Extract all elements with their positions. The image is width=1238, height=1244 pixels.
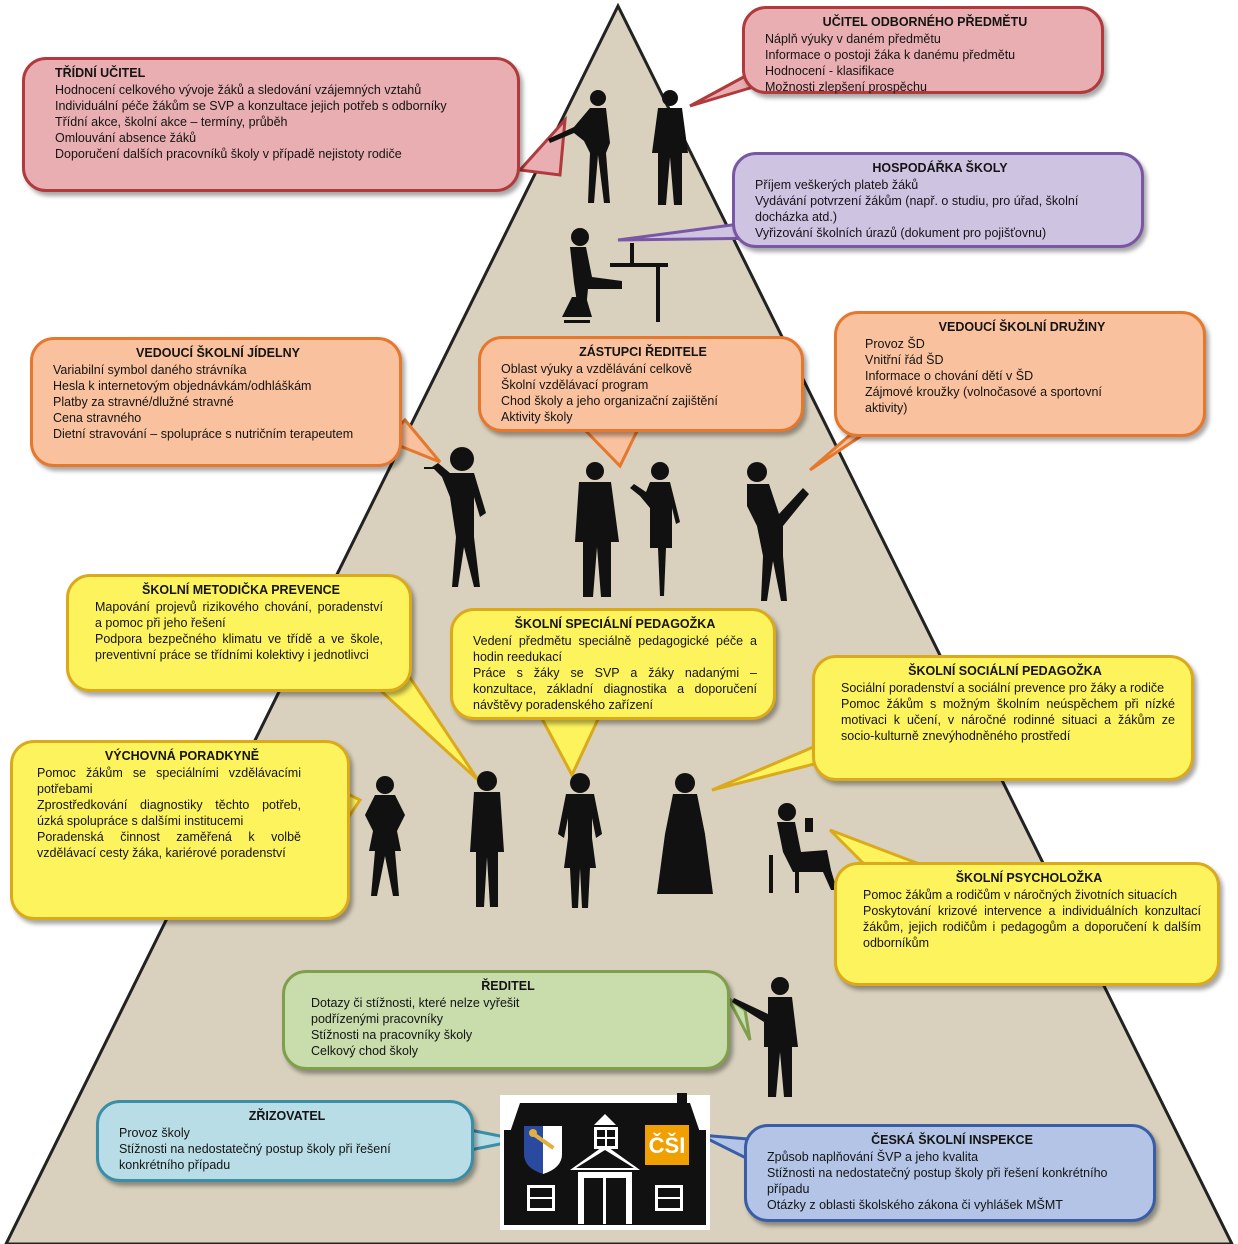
tridni-ucitel-item: Individuální péče žákům se SVP a konzult… xyxy=(55,99,447,113)
vychovna-poradkyne-title: VÝCHOVNÁ PORADKYNĚ xyxy=(104,749,260,763)
skolni-socialni-pedagozka-item: Pomoc žákům s možným školním neúspěchem … xyxy=(841,697,1175,743)
reditel-item: Dotazy či stížnosti, které nelze vyřešit… xyxy=(311,996,520,1026)
zastupci-reditele-item: Chod školy a jeho organizační zajištění xyxy=(501,394,718,408)
csi-logo-text: ČŠI xyxy=(649,1133,686,1158)
zastupci-reditele-item: Aktivity školy xyxy=(501,410,573,424)
skolni-specialni-pedagozka-title: ŠKOLNÍ SPECIÁLNÍ PEDAGOŽKA xyxy=(514,617,716,631)
coat-of-arms-icon xyxy=(524,1126,562,1174)
accountant-at-desk-icon xyxy=(562,228,668,323)
ceska-skolni-inspekce-item: Otázky z oblasti školského zákona či vyh… xyxy=(767,1198,1063,1212)
vedouci-skolni-druziny-item: Informace o chování dětí v ŠD xyxy=(865,369,1034,383)
reditel-item: Stížnosti na pracovníky školy xyxy=(311,1028,473,1042)
vedouci-skolni-druziny-item: Provoz ŠD xyxy=(865,337,925,351)
zrizovatel-item: Provoz školy xyxy=(119,1126,190,1140)
skolni-psycholozka-box: ŠKOLNÍ PSYCHOLOŽKA Pomoc žákům a rodičům… xyxy=(834,862,1220,986)
teacher-woman-pointing-icon xyxy=(548,90,610,203)
teacher-man-icon xyxy=(652,90,688,205)
special-pedagogue-icon xyxy=(558,773,602,908)
skolni-socialni-pedagozka-item: Sociální poradenství a sociální prevence… xyxy=(841,681,1165,695)
deputy-man-icon xyxy=(575,462,619,597)
deputy-woman-icon xyxy=(630,462,680,596)
hospodarka-skoly-item: Příjem veškerých plateb žáků xyxy=(755,178,919,192)
tridni-ucitel-item: Hodnocení celkového vývoje žáků a sledov… xyxy=(55,83,422,97)
hospodarka-skoly-item: Vyřizování školních úrazů (dokument pro … xyxy=(755,226,1047,240)
vychovna-poradkyne-item: Pomoc žákům se speciálními vzdělávacími … xyxy=(37,766,301,796)
vychovna-poradkyne-item: Zprostředkování diagnostiky těchto potře… xyxy=(37,798,301,828)
skolni-specialni-pedagozka-item: Práce s žáky se SVP a žáky nadanými – ko… xyxy=(473,666,757,712)
skolni-psycholozka-title: ŠKOLNÍ PSYCHOLOŽKA xyxy=(955,871,1103,885)
skolni-metodicka-prevence-title: ŠKOLNÍ METODIČKA PREVENCE xyxy=(142,583,340,597)
ucitel-odborneho-predmetu-title: UČITEL ODBORNÉHO PŘEDMĚTU xyxy=(822,15,1028,29)
vedouci-skolni-jidelny-item: Cena stravného xyxy=(53,411,142,425)
vedouci-skolni-jidelny-item: Platby za stravné/dlužné stravné xyxy=(53,395,234,409)
reditel-item: Celkový chod školy xyxy=(311,1044,418,1058)
skolni-metodicka-prevence-box: ŠKOLNÍ METODIČKA PREVENCE Mapování proje… xyxy=(66,574,412,692)
woman-with-folder-icon xyxy=(747,462,809,601)
vychovna-poradkyne-item: Poradenská činnost zaměřená k volbě vzdě… xyxy=(37,830,301,860)
vedouci-skolni-jidelny-title: VEDOUCÍ ŠKOLNÍ JÍDELNY xyxy=(136,346,300,360)
skolni-specialni-pedagozka-box: ŠKOLNÍ SPECIÁLNÍ PEDAGOŽKA Vedení předmě… xyxy=(450,608,776,720)
zastupci-reditele-item: Oblast výuky a vzdělávání celkově xyxy=(501,362,693,376)
hospodarka-skoly-box: HOSPODÁŘKA ŠKOLY Příjem veškerých plateb… xyxy=(732,152,1144,248)
social-pedagogue-icon xyxy=(657,773,713,894)
vychovna-poradkyne-box: VÝCHOVNÁ PORADKYNĚ Pomoc žákům se speciá… xyxy=(10,740,350,920)
tridni-ucitel-item: Třídní akce, školní akce – termíny, průb… xyxy=(55,115,288,129)
vedouci-skolni-druziny-title: VEDOUCÍ ŠKOLNÍ DRUŽINY xyxy=(938,320,1106,334)
tridni-ucitel-item: Doporučení dalších pracovníků školy v př… xyxy=(55,147,402,161)
ucitel-odborneho-predmetu-item: Náplň výuky v daném předmětu xyxy=(765,32,941,46)
hospodarka-skoly-item: Vydávání potvrzení žákům (např. o studiu… xyxy=(755,194,1079,224)
prevention-woman-icon xyxy=(470,771,504,907)
reditel-box: ŘEDITEL Dotazy či stížnosti, které nelze… xyxy=(282,970,730,1070)
tridni-ucitel-item: Omlouvání absence žáků xyxy=(55,131,197,145)
counselor-woman-icon xyxy=(365,776,405,896)
ucitel-odborneho-predmetu-item: Informace o postoji žáka k danému předmě… xyxy=(765,48,1016,62)
vedouci-skolni-jidelny-box: VEDOUCÍ ŠKOLNÍ JÍDELNY Variabilní symbol… xyxy=(30,337,402,467)
psychologist-sitting-icon xyxy=(769,803,837,893)
zrizovatel-box: ZŘIZOVATEL Provoz školy Stížnosti na ned… xyxy=(96,1100,474,1182)
skolni-metodicka-prevence-item: Mapování projevů rizikového chování, por… xyxy=(95,600,383,630)
skolni-metodicka-prevence-item: Podpora bezpečného klimatu ve třídě a ve… xyxy=(95,632,383,662)
ceska-skolni-inspekce-title: ČESKÁ ŠKOLNÍ INSPEKCE xyxy=(871,1133,1033,1147)
ucitel-odborneho-predmetu-item: Možnosti zlepšení prospěchu xyxy=(765,80,927,94)
ceska-skolni-inspekce-item: Stížnosti na nedostatečný postup školy p… xyxy=(767,1166,1108,1196)
vedouci-skolni-druziny-item: Zájmové kroužky (volnočasové a sportovní… xyxy=(865,385,1102,415)
tail-tridni-ucitel xyxy=(516,115,567,177)
zrizovatel-item: Stížnosti na nedostatečný postup školy p… xyxy=(119,1142,391,1172)
skolni-psycholozka-item: Pomoc žákům a rodičům v náročných životn… xyxy=(863,888,1178,902)
ucitel-odborneho-predmetu-item: Hodnocení - klasifikace xyxy=(765,64,895,78)
tridni-ucitel-title: TŘÍDNÍ UČITEL xyxy=(55,66,146,80)
skolni-psycholozka-item: Poskytování krizové intervence a individ… xyxy=(863,904,1201,950)
woman-smoking-icon xyxy=(424,447,486,587)
zastupci-reditele-box: ZÁSTUPCI ŘEDITELE Oblast výuky a vzděláv… xyxy=(478,336,804,432)
hospodarka-skoly-title: HOSPODÁŘKA ŠKOLY xyxy=(872,161,1008,175)
vedouci-skolni-jidelny-item: Variabilní symbol daného strávníka xyxy=(53,363,247,377)
director-man-pointing-icon xyxy=(732,977,798,1097)
reditel-title: ŘEDITEL xyxy=(481,979,535,993)
vedouci-skolni-druziny-box: VEDOUCÍ ŠKOLNÍ DRUŽINY Provoz ŠD Vnitřní… xyxy=(834,311,1206,437)
ucitel-odborneho-predmetu-box: UČITEL ODBORNÉHO PŘEDMĚTU Náplň výuky v … xyxy=(742,6,1104,94)
zrizovatel-title: ZŘIZOVATEL xyxy=(248,1109,326,1123)
vedouci-skolni-jidelny-item: Dietní stravování – spolupráce s nutričn… xyxy=(53,427,354,441)
school-house-icon xyxy=(500,1093,710,1230)
vedouci-skolni-jidelny-item: Hesla k internetovým objednávkám/odhlášk… xyxy=(53,379,312,393)
ceska-skolni-inspekce-item: Způsob naplňování ŠVP a jeho kvalita xyxy=(767,1150,979,1164)
skolni-specialni-pedagozka-item: Vedení předmětu speciálně pedagogické pé… xyxy=(473,634,757,664)
zastupci-reditele-item: Školní vzdělávací program xyxy=(501,378,649,392)
tridni-ucitel-box: TŘÍDNÍ UČITEL Hodnocení celkového vývoje… xyxy=(22,57,520,192)
vedouci-skolni-druziny-item: Vnitřní řád ŠD xyxy=(865,353,944,367)
skolni-socialni-pedagozka-box: ŠKOLNÍ SOCIÁLNÍ PEDAGOŽKA Sociální porad… xyxy=(812,655,1194,781)
skolni-socialni-pedagozka-title: ŠKOLNÍ SOCIÁLNÍ PEDAGOŽKA xyxy=(908,664,1102,678)
zastupci-reditele-title: ZÁSTUPCI ŘEDITELE xyxy=(579,345,707,359)
ceska-skolni-inspekce-box: ČESKÁ ŠKOLNÍ INSPEKCE Způsob naplňování … xyxy=(744,1124,1156,1222)
csi-logo: ČŠI xyxy=(645,1125,689,1165)
